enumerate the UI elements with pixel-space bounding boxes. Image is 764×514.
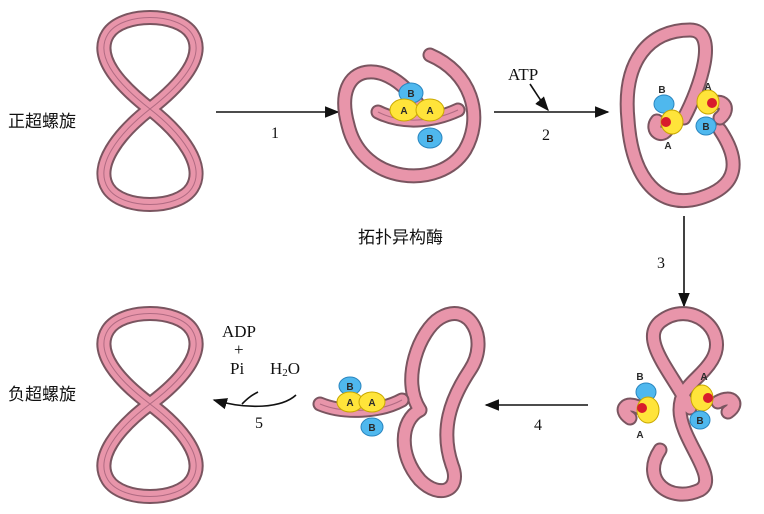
- dna-enzyme-complex: [337, 47, 482, 184]
- negative-supercoil-dna: [96, 306, 204, 504]
- cleaved-dna-end-right: [703, 393, 713, 403]
- enzyme-subunit-a-right: [415, 98, 445, 122]
- strand-passage-complex: [616, 306, 742, 502]
- atp-input-arrow: [529, 83, 549, 112]
- enzyme-subunit-b-right: [689, 410, 711, 430]
- atp-label: ATP: [508, 65, 538, 84]
- subunit-b-letter: B: [696, 416, 703, 427]
- cleaved-dna-end-right: [707, 98, 717, 108]
- subunit-a-letter: A: [368, 398, 375, 409]
- opened-enzyme: B A A B: [653, 82, 720, 152]
- subunit-a-letter: A: [664, 141, 671, 152]
- enzyme-subunit-b-left: [653, 94, 675, 114]
- negative-supercoil-label: 负超螺旋: [8, 385, 76, 405]
- plus-sign: +: [234, 340, 244, 359]
- subunit-b-letter: B: [702, 122, 709, 133]
- subunit-b-letter: B: [368, 423, 375, 434]
- water-label: H2O: [270, 359, 300, 379]
- cleaved-dna-end-left: [637, 403, 647, 413]
- bound-topoisomerase: B A A B: [336, 376, 386, 437]
- step-3-label: 3: [657, 255, 665, 272]
- topoisomerase-enzyme: B A A B: [389, 82, 445, 149]
- subunit-b-letter: B: [346, 382, 353, 393]
- enzyme-subunit-b-bottom: [360, 417, 384, 437]
- step-1-label: 1: [271, 125, 279, 142]
- step-5-arrow: [212, 394, 297, 410]
- enzyme-subunit-b-right: [695, 116, 717, 136]
- subunit-a-letter: A: [704, 82, 711, 93]
- subunit-b-letter: B: [407, 89, 414, 100]
- step-4-label: 4: [534, 417, 542, 434]
- subunit-a-letter: A: [636, 430, 643, 441]
- subunit-b-letter: B: [636, 372, 643, 383]
- strand-passage-enzyme: B A A B: [635, 372, 714, 441]
- subunit-b-letter: B: [426, 134, 433, 145]
- subunit-a-letter: A: [400, 106, 407, 117]
- subunit-a-letter: A: [426, 106, 433, 117]
- adp-output-curve: [241, 391, 259, 405]
- step-2-label: 2: [542, 127, 550, 144]
- enzyme-subunit-b-bottom: [417, 127, 443, 149]
- subunit-b-letter: B: [658, 85, 665, 96]
- positive-supercoil-dna: [96, 10, 204, 212]
- cleaved-dna-end-left: [661, 117, 671, 127]
- resealed-dna-complex: [312, 306, 486, 499]
- subunit-a-letter: A: [700, 372, 707, 383]
- adp-label: ADP: [222, 322, 256, 341]
- topoisomerase-label: 拓扑异构酶: [358, 228, 443, 248]
- pi-label: Pi: [230, 359, 244, 378]
- enzyme-subunit-a-right: [358, 391, 386, 413]
- subunit-a-letter: A: [346, 398, 353, 409]
- positive-supercoil-label: 正超螺旋: [8, 112, 76, 132]
- step-5-label: 5: [255, 415, 263, 432]
